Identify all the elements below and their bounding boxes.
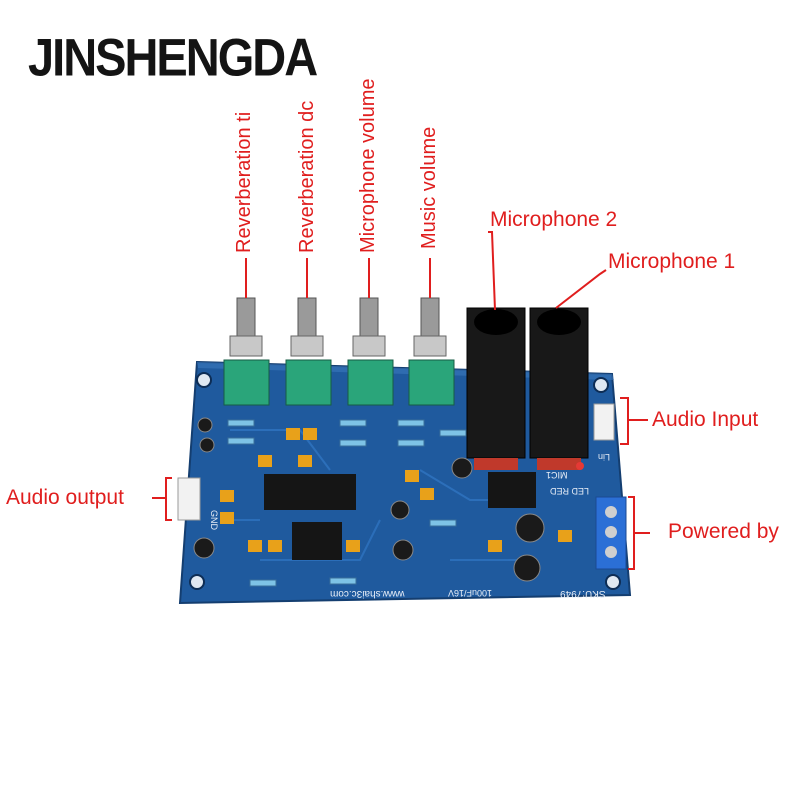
mic2-jack xyxy=(466,307,526,470)
ic-small-2 xyxy=(488,472,536,508)
audio-output-connector xyxy=(177,477,201,521)
led-indicator xyxy=(576,462,584,470)
label-powered-by: Powered by xyxy=(668,520,779,543)
pot-reverb-time xyxy=(223,297,270,406)
board-sku: SKU:7949 xyxy=(560,588,606,599)
brand-logo: JINSHENGDA xyxy=(28,27,318,87)
board-gnd: GND xyxy=(209,510,219,530)
label-reverb-time: Reverberation ti xyxy=(233,111,255,253)
label-mic-volume: Microphone volume xyxy=(357,78,379,253)
label-audio-input: Audio Input xyxy=(652,408,759,431)
audio-input-connector xyxy=(593,403,615,441)
label-music-volume: Music volume xyxy=(418,126,440,249)
pot-reverb-depth xyxy=(285,297,332,406)
label-mic2: Microphone 2 xyxy=(490,208,618,231)
label-mic1: Microphone 1 xyxy=(608,250,736,273)
ic-small-1 xyxy=(292,522,342,560)
mic1-jack xyxy=(529,307,589,470)
label-reverb-depth: Reverberation dc xyxy=(296,100,318,253)
board-lin: Lin xyxy=(598,452,611,462)
ic-main xyxy=(264,474,356,510)
board-cap: 100uF/16V xyxy=(448,588,493,598)
pot-mic-volume xyxy=(347,297,394,406)
pot-music-volume xyxy=(408,297,455,406)
board-led: LED RED xyxy=(550,486,590,496)
label-audio-output: Audio output xyxy=(6,486,124,509)
board-mic-in: MIC1 xyxy=(546,470,568,480)
board-website: www.shai3c.com xyxy=(330,588,405,599)
